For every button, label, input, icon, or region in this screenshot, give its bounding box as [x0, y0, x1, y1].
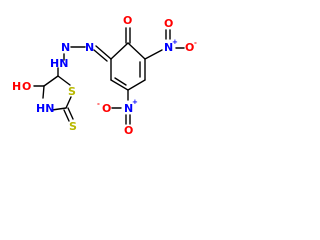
bond-thz-s1-c5	[57, 75, 71, 86]
bond-thz-c4-n3	[42, 85, 45, 99]
atom-ring-oh-h: H	[12, 80, 21, 93]
atom-keto-oxygen: O	[123, 14, 132, 27]
atom-nitro2-o-left: O	[102, 102, 111, 115]
bond-thz-n3-c2	[51, 107, 67, 111]
bond-ring-c6-c1	[110, 42, 129, 60]
atom-nitro1-o-top: O	[164, 17, 173, 30]
bond-thz-c5-c4	[43, 75, 59, 87]
bond-c2-nitro1	[144, 49, 163, 60]
bond-ring-c3-c4	[127, 79, 146, 91]
atom-azo-n2: N	[61, 41, 70, 54]
atom-thione-s: S	[69, 120, 77, 133]
charge-nitro1-plus: +	[172, 38, 178, 46]
bond-thione-2	[67, 107, 74, 120]
atom-ring-nh: HN	[36, 102, 54, 115]
charge-nitro2-o-minus: -	[97, 100, 100, 108]
bond-ring-double-c4-c5	[114, 77, 127, 86]
molecule-structure: O N N HN N + O O - N + O - O O H HN S S	[12, 14, 197, 137]
charge-nitro2-plus: +	[132, 98, 138, 106]
bond-thione-1	[63, 109, 70, 122]
bond-c6-n1-a	[95, 45, 112, 60]
bond-c6-n1-b	[93, 49, 108, 62]
bond-thz-c2-s1	[65, 96, 72, 109]
atom-labels: O N N HN N + O O - N + O - O O H HN S S	[12, 14, 197, 137]
bond-ring-c1-c2	[127, 42, 146, 60]
bond-lines	[33, 27, 185, 125]
bond-ring-c4-c5	[110, 79, 129, 91]
atom-nitro2-o-bottom: O	[124, 124, 133, 137]
atom-hydrazo-nh: HN	[50, 57, 68, 70]
atom-nitro2-n: N	[124, 102, 133, 115]
atom-ring-oh-o: O	[22, 80, 31, 93]
atom-nitro1-o-side: O	[185, 41, 194, 54]
atom-nitro1-n: N	[164, 41, 173, 54]
atom-ring-s: S	[68, 85, 76, 98]
charge-nitro1-o-minus: -	[194, 39, 197, 47]
atom-azo-n1: N	[85, 41, 94, 54]
